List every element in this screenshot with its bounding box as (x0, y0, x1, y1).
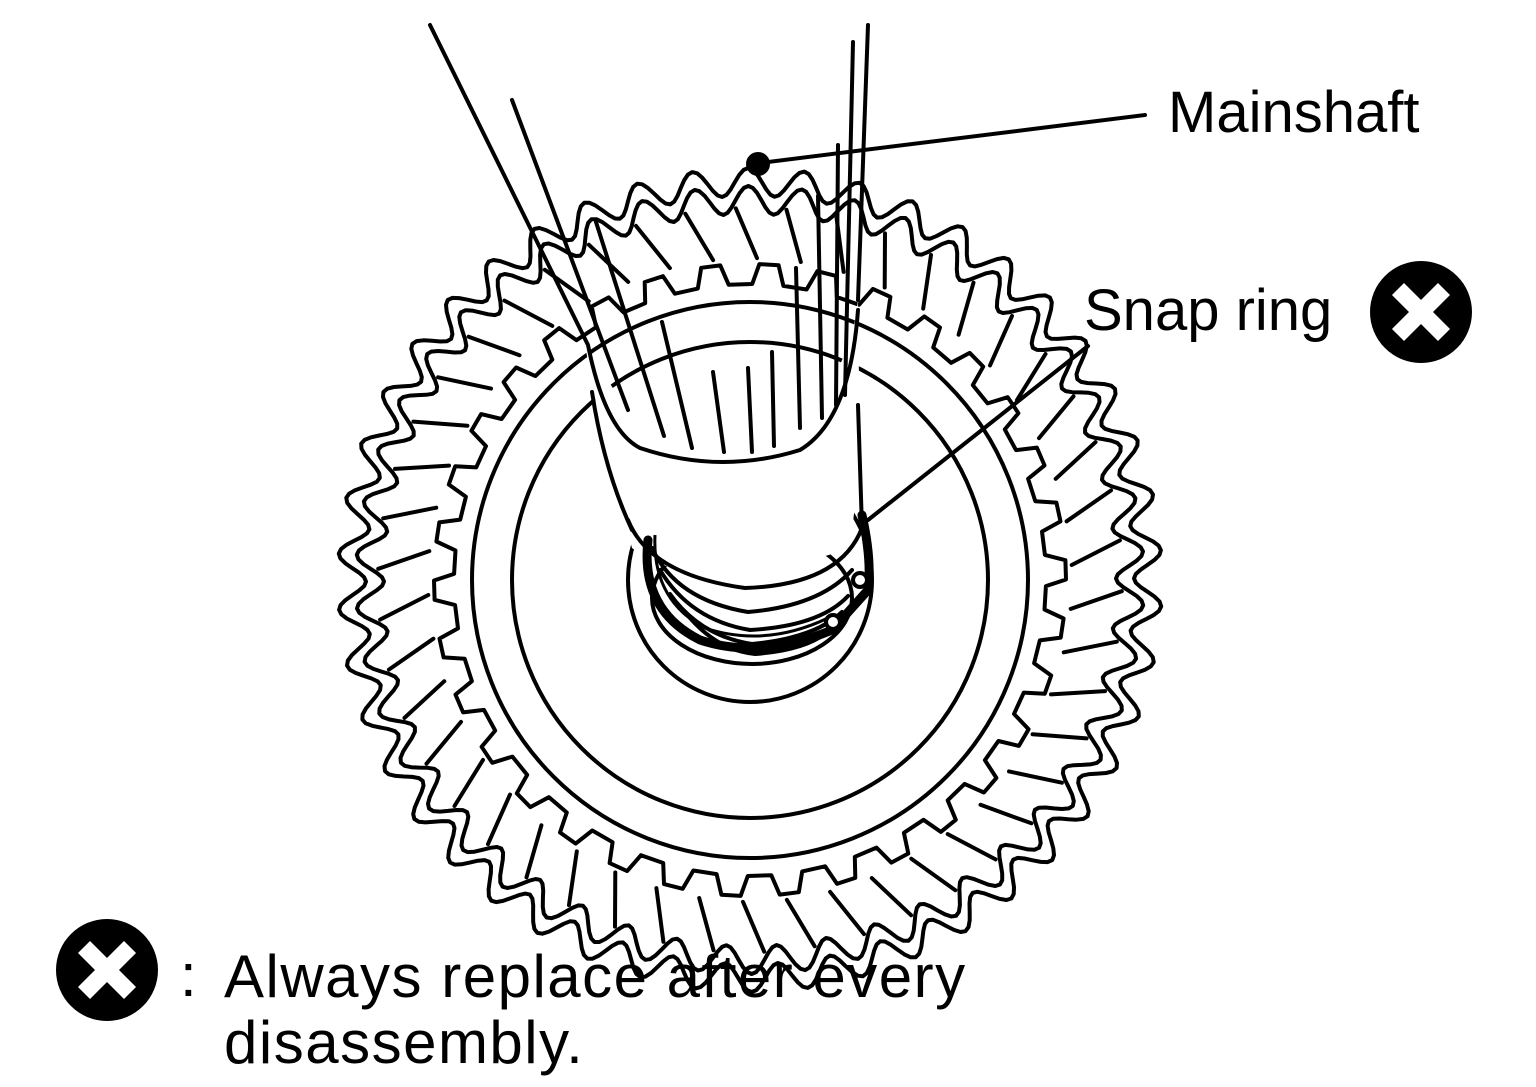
snap-ring-lug-hole (824, 613, 842, 631)
gear-spoke-line (436, 375, 493, 391)
gear-spoke-line (956, 280, 976, 337)
gear-spoke-line (1030, 732, 1089, 741)
gear-spoke-line (945, 832, 998, 862)
gear-spoke-line (988, 313, 1014, 368)
snap-ring (642, 510, 874, 653)
mainshaft-label: Mainshaft (1168, 80, 1420, 145)
gear-spoke-line (486, 792, 512, 847)
gear-spoke-line (654, 886, 666, 944)
gear-spoke-line (733, 206, 759, 261)
gear-spoke-line (784, 897, 817, 949)
synchro-sleeve-teeth (432, 262, 1068, 898)
gear-spoke-line (1068, 589, 1124, 611)
outer-gear-teeth-inner-edge (354, 184, 1146, 976)
gear-spoke-line (386, 636, 436, 672)
snap-ring-leader-line (866, 344, 1090, 522)
gear-spoke-line (1053, 440, 1098, 481)
gear-spoke-line (502, 298, 555, 328)
gear-spoke-line (402, 679, 447, 720)
gear-spoke-line (1064, 488, 1114, 524)
gear-spoke-line (1015, 352, 1048, 403)
gear-spoke-line (1069, 538, 1122, 567)
snap-ring-lug-hole (851, 571, 869, 589)
gear-spoke-line (393, 463, 451, 471)
gear-spoke-line (634, 223, 672, 271)
gear-spoke-lines (376, 206, 1124, 954)
outer-gear-teeth (336, 166, 1164, 994)
legend-text: Always replace after every disassembly. (224, 943, 967, 1076)
gear-spoke-line (381, 505, 439, 521)
mainshaft-leader-line (758, 113, 1147, 165)
gear-spoke-line (869, 876, 914, 918)
gear-spoke-line (376, 549, 432, 571)
gear-spoke-line (909, 856, 958, 893)
gear-spoke-line (424, 719, 463, 766)
gear-spoke-line (978, 802, 1034, 826)
gear-spoke-line (1007, 769, 1064, 785)
gear-spoke-line (683, 211, 716, 263)
mainshaft-leader-dot (746, 152, 770, 176)
x-circle-icon (1370, 261, 1472, 363)
x-circle-icon (56, 919, 158, 1021)
gear-spoke-line (921, 253, 933, 311)
hub-outer-ring (470, 300, 1030, 860)
gear-spoke-line (524, 823, 544, 880)
gear-spoke-line (1049, 689, 1107, 697)
gear-spoke-line (784, 207, 803, 264)
gear-spoke-line (1061, 639, 1119, 655)
gear-spoke-line (452, 757, 485, 808)
gear-spoke-line (1037, 394, 1076, 441)
legend-separator: : (180, 942, 197, 1009)
gear-spoke-line (741, 899, 767, 954)
gear-spoke-line (411, 419, 470, 428)
gear-spoke-line (378, 593, 431, 622)
hub-inner-ring (510, 340, 990, 820)
gear-spoke-line (466, 334, 522, 358)
snap-ring-label: Snap ring (1084, 278, 1333, 343)
gear-spoke-line (828, 889, 866, 937)
mainshaft (428, 23, 874, 657)
gear-spoke-line (567, 849, 579, 907)
gear-spoke-line (697, 896, 716, 953)
